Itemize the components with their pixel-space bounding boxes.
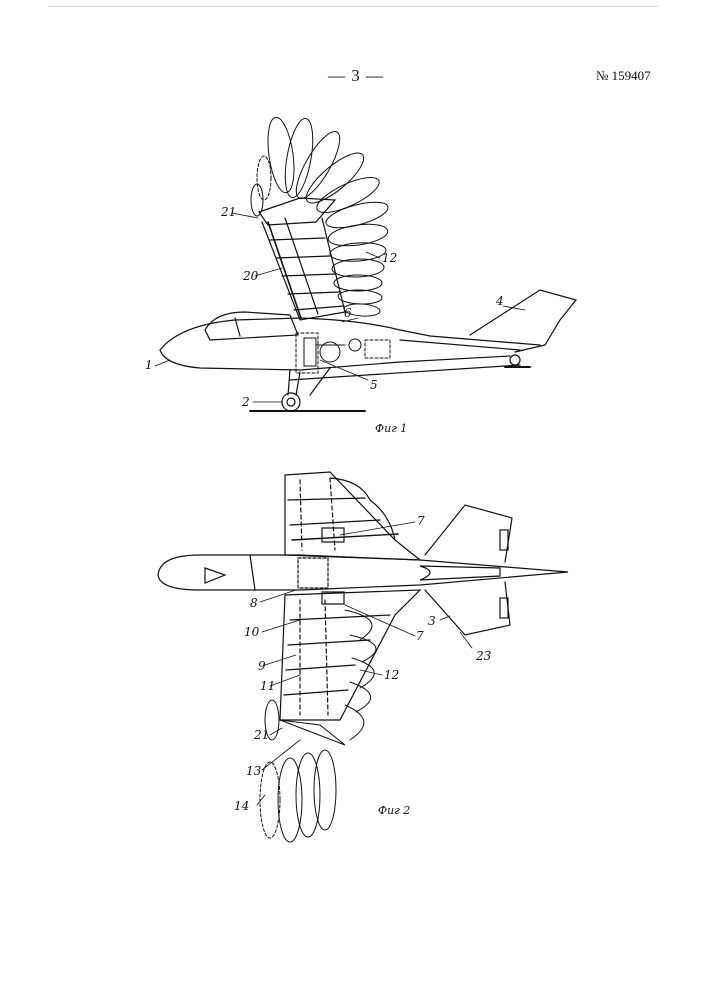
- label-20: 20: [242, 269, 259, 283]
- leader-lines-fig1: [155, 213, 525, 402]
- label-7-bottom: 7: [416, 629, 424, 643]
- label-21: 21: [220, 205, 236, 219]
- label-6: 6: [344, 306, 352, 320]
- label-23: 23: [475, 649, 492, 663]
- label-13: 13: [246, 764, 262, 778]
- label-12-fig2: 12: [384, 668, 399, 682]
- label-1: 1: [145, 358, 153, 372]
- label-11: 11: [260, 679, 275, 693]
- label-2: 2: [241, 395, 250, 409]
- leader-lines-fig2: [257, 522, 472, 805]
- label-7-top: 7: [417, 514, 425, 528]
- label-4: 4: [495, 294, 504, 308]
- label-14: 14: [234, 799, 249, 813]
- figure-2-top-view: [158, 472, 568, 842]
- lower-wing-fig2: [280, 590, 420, 720]
- label-10: 10: [244, 625, 260, 639]
- fuselage-fig1: [160, 312, 540, 380]
- fuselage-fig2: [158, 555, 568, 590]
- tail-fin-fig1: [470, 290, 576, 352]
- upper-wing-fig2: [285, 472, 420, 560]
- figure-1-side-view: [155, 116, 576, 411]
- lower-feathers-fig2: [260, 610, 376, 842]
- label-21-fig2: 21: [253, 728, 269, 742]
- label-5: 5: [370, 378, 378, 392]
- label-3: 3: [428, 614, 436, 628]
- label-8: 8: [250, 596, 258, 610]
- tail-planes-fig2: [425, 505, 512, 635]
- figure-2-caption: Фиг 2: [378, 804, 410, 817]
- label-9: 9: [258, 659, 266, 673]
- label-12: 12: [382, 251, 397, 265]
- figure-1-caption: Фиг 1: [375, 422, 407, 435]
- wing-frame-fig1: [259, 198, 345, 320]
